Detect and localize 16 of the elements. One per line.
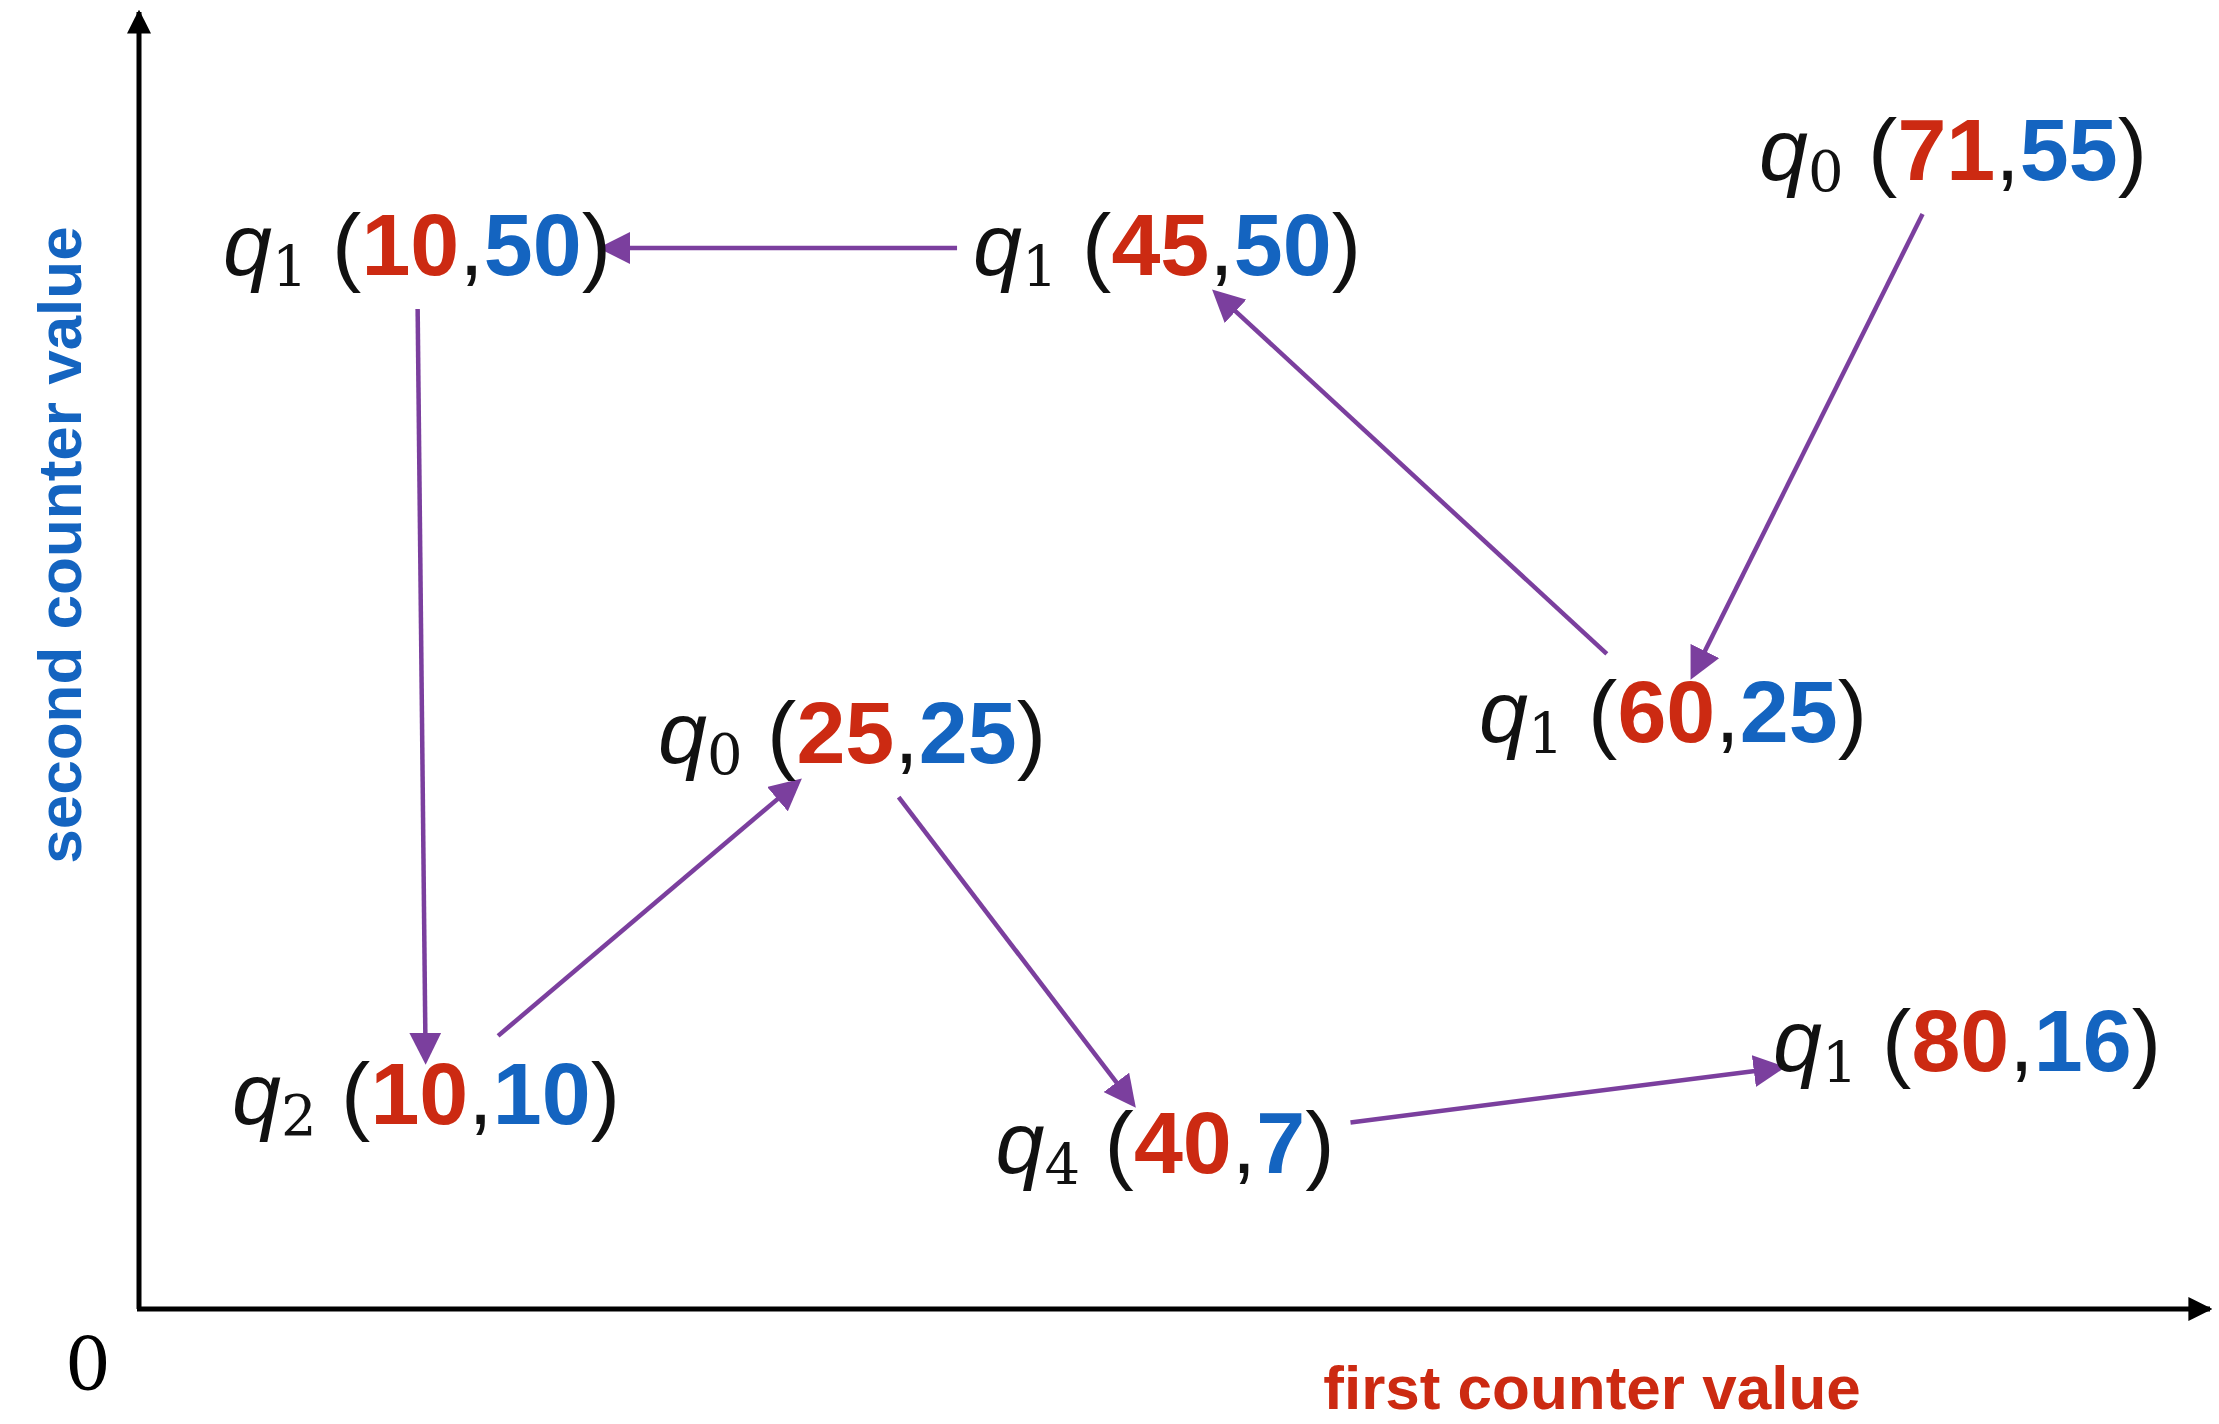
arrow: [409, 309, 442, 1065]
state-label: q$_{2}$ (10,10): [216, 1035, 636, 1159]
axis-title: second counter value: [23, 226, 95, 864]
state-label: q$_{1}$ (45,50): [957, 186, 1377, 310]
arrow: [496, 778, 802, 1038]
state-label: q$_{1}$ (80,16): [1757, 982, 2177, 1106]
state-label: q$_{1}$ (10,50): [207, 186, 627, 310]
origin-label: 0: [65, 1323, 111, 1407]
arrow: [1690, 213, 1925, 680]
state-label: q$_{0}$ (25,25): [642, 674, 1062, 798]
state-label: q$_{1}$ (60,25): [1463, 653, 1883, 777]
state-label: q$_{4}$ (40,7): [979, 1084, 1351, 1208]
state-label: q$_{0}$ (71,55): [1743, 91, 2163, 215]
arrow: [896, 795, 1136, 1108]
arrow: [1212, 289, 1609, 656]
axis-title: first counter value: [1323, 1351, 1861, 1423]
